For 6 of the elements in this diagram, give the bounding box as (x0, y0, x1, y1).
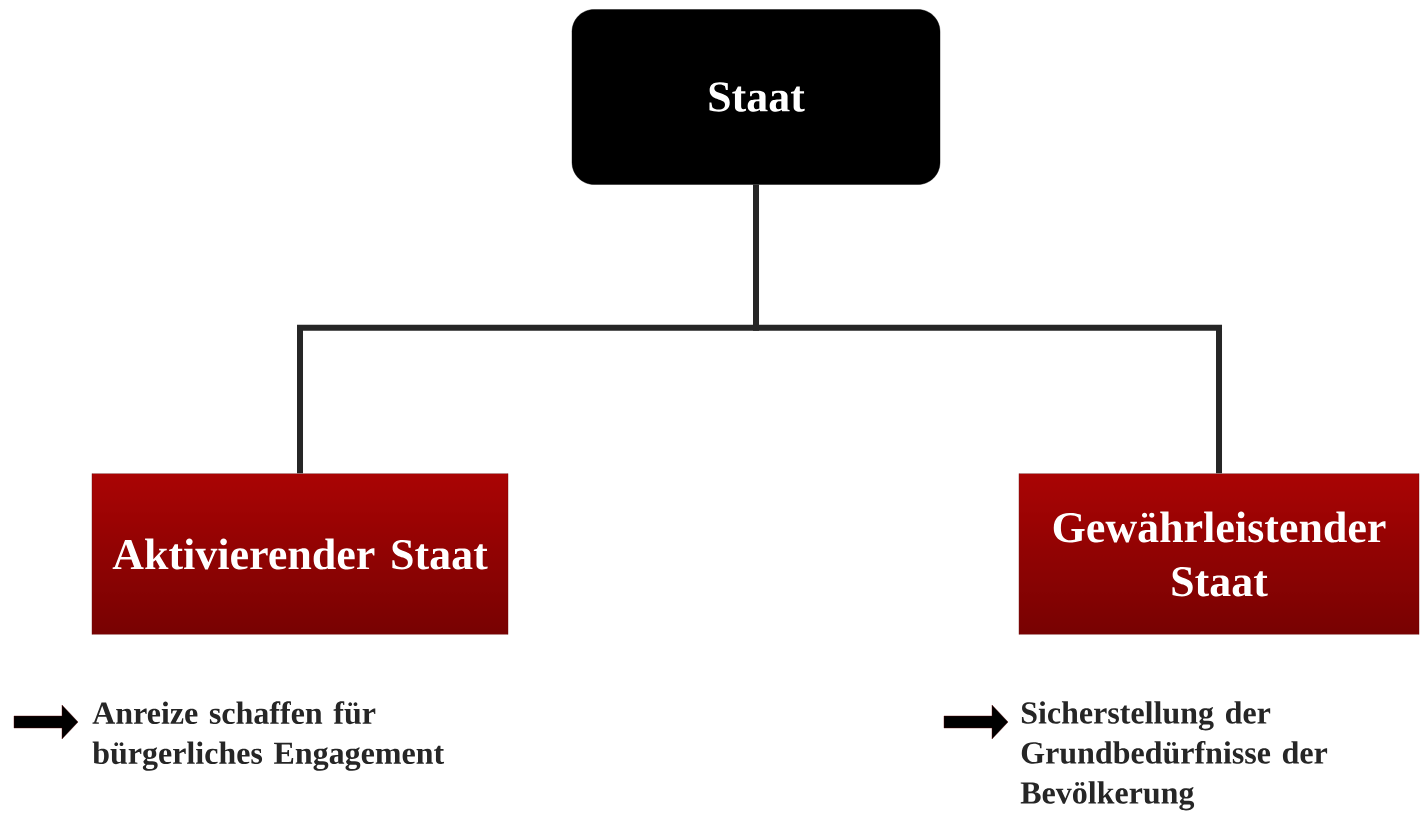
title-box: Staat (571, 9, 941, 185)
connector-line (753, 184, 1222, 474)
category-box: Gewährleistender Staat (1018, 473, 1420, 635)
bullet-text: Anreize schaffen für bürgerliches Engagement (92, 701, 444, 771)
bullet-text: Sicherstellung der Grundbedürfnisse der Bevölkerung (1020, 701, 1328, 811)
category-box: Aktivierender Staat (91, 473, 509, 635)
